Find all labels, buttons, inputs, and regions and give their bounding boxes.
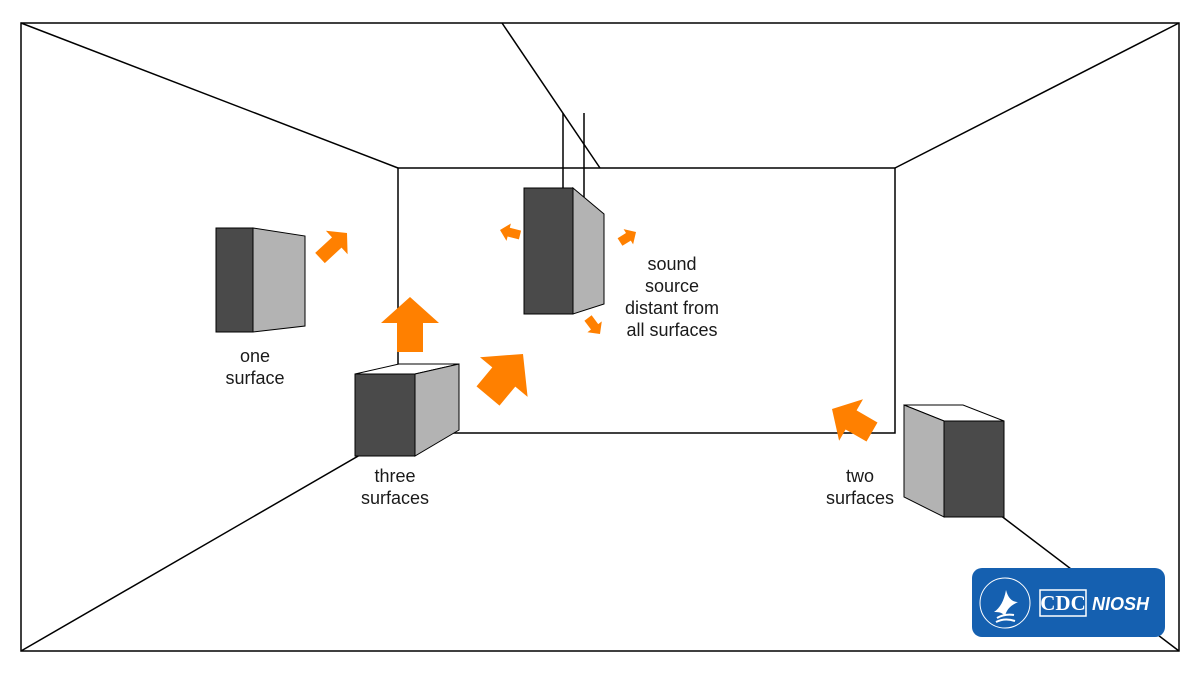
label-three-surfaces: three surfaces — [325, 465, 465, 509]
label-line: two — [845, 466, 874, 486]
label-line: all surfaces — [626, 320, 718, 340]
label-line: three — [374, 466, 416, 486]
logo-graphic: CDC NIOSH — [979, 577, 1150, 629]
speaker-three-surfaces — [354, 363, 460, 457]
label-one-surface: one surface — [195, 345, 315, 389]
speaker-source — [523, 186, 605, 315]
speaker-front — [354, 373, 416, 457]
edge-bottom-left — [20, 432, 399, 652]
cdc-niosh-logo: CDC NIOSH — [972, 568, 1165, 637]
hhs-eagle-icon — [979, 577, 1031, 629]
label-line: surfaces — [360, 488, 430, 508]
ceiling-beam — [501, 22, 601, 169]
room-back-wall — [397, 167, 896, 434]
edge-top-left — [20, 22, 399, 169]
arrow-icon — [584, 315, 602, 334]
cdc-text: CDC — [1040, 591, 1086, 615]
label-line: one — [239, 346, 271, 366]
label-line: sound — [647, 254, 697, 274]
arrow-icon — [381, 297, 439, 352]
speaker-front — [523, 187, 574, 315]
niosh-text: NIOSH — [1092, 594, 1150, 614]
arrow-icon — [476, 354, 528, 406]
label-two-surfaces: two surfaces — [800, 465, 920, 509]
arrow-icon — [617, 229, 636, 246]
speaker-side — [414, 363, 460, 457]
speaker-one-surface — [215, 227, 306, 333]
label-line: surface — [225, 368, 285, 388]
speaker-front — [943, 420, 1005, 518]
arrow-icon — [832, 399, 878, 442]
arrow-icon — [500, 223, 522, 241]
speaker-side — [572, 186, 605, 315]
edge-top-right — [894, 22, 1180, 169]
arrow-icon — [315, 230, 348, 264]
reflection-arrows — [315, 223, 878, 442]
cdc-logo-box: CDC — [1039, 589, 1087, 617]
label-line: distant from — [624, 298, 720, 318]
speaker-side — [252, 227, 306, 333]
label-sound-source: sound source distant from all surfaces — [602, 253, 742, 341]
speaker-front — [215, 227, 254, 333]
speaker-two-surfaces — [903, 404, 1005, 518]
room-outer-frame — [20, 22, 1180, 652]
label-line: source — [644, 276, 700, 296]
room-outline — [20, 22, 1180, 652]
label-line: surfaces — [825, 488, 895, 508]
